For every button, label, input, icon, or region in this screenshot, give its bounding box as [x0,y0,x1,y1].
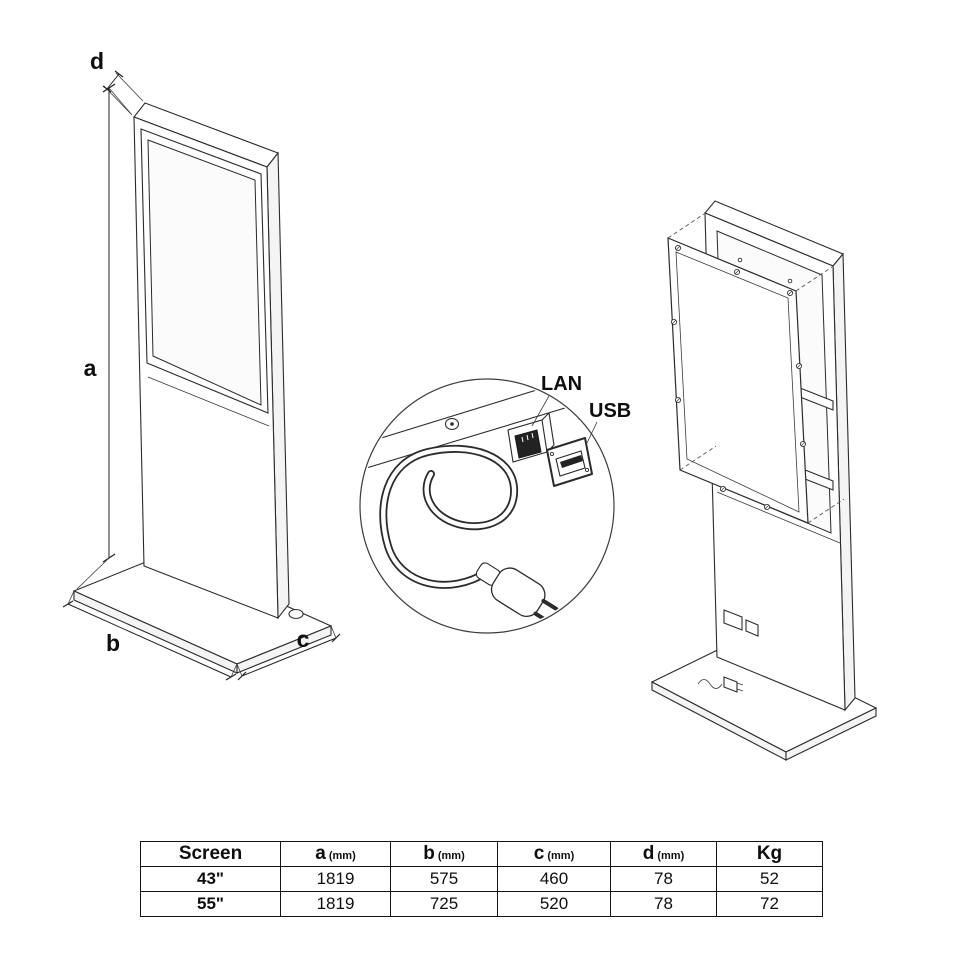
usb-port-icon [546,437,593,487]
panel-hole-icon [444,417,460,431]
dim-b-cell: 725 [390,891,498,917]
dimension-label-d: d [90,48,104,74]
connection-detail-callout: LAN USB [359,373,631,634]
dim-a-cell: 1819 [280,866,391,892]
panel-screws [670,244,807,511]
dim-b-cell: 575 [390,866,498,892]
spec-row-55: 55" 1819 725 520 78 72 [140,891,823,917]
lan-leader-line [531,395,550,427]
screen-panel [147,139,262,406]
col-header-screen: Screen [140,841,281,867]
dimension-c [236,625,341,681]
dim-c-cell: 460 [497,866,611,892]
usb-label: USB [589,400,631,422]
lan-port-icon [507,412,555,463]
usb-leader-line [586,421,598,444]
dimension-label-a: a [84,355,97,381]
rear-io-ports [723,609,759,637]
screen-size-cell: 55" [140,891,281,917]
kiosk-body [133,102,290,620]
power-plug-icon [475,562,559,624]
weight-cell: 72 [716,891,823,917]
rear-power-cord-icon [697,676,744,693]
spec-row-43: 43" 1819 575 460 78 52 [140,866,823,892]
assembly-leader-lines [667,213,845,524]
right-kiosk-drawing [650,200,878,761]
screen-size-cell: 43" [140,866,281,892]
lan-label: LAN [541,373,582,395]
dimension-label-b: b [106,630,120,656]
base-cable-hole [288,608,304,620]
dim-c-cell: 520 [497,891,611,917]
dimension-b [62,590,238,681]
left-kiosk-drawing: a d b [62,48,341,681]
col-header-b: b(mm) [390,841,498,867]
col-header-kg: Kg [716,841,823,867]
col-header-d: d(mm) [610,841,717,867]
col-header-a: a(mm) [280,841,391,867]
dimension-label-c: c [297,626,310,652]
technical-diagram: a d b [62,48,878,761]
weight-cell: 52 [716,866,823,892]
kiosk-base [72,552,333,674]
dimension-d [102,70,144,115]
callout-circle [359,378,615,634]
dim-d-cell: 78 [610,891,717,917]
spec-table-header-row: Screen a(mm) b(mm) c(mm) d(mm) Kg [140,841,823,867]
dim-a-cell: 1819 [280,891,391,917]
spec-table: Screen a(mm) b(mm) c(mm) d(mm) Kg 43" 18… [140,841,823,917]
dim-d-cell: 78 [610,866,717,892]
dimension-a [76,83,133,590]
power-cable [379,444,519,589]
col-header-c: c(mm) [497,841,611,867]
rear-kiosk-base [650,639,878,761]
